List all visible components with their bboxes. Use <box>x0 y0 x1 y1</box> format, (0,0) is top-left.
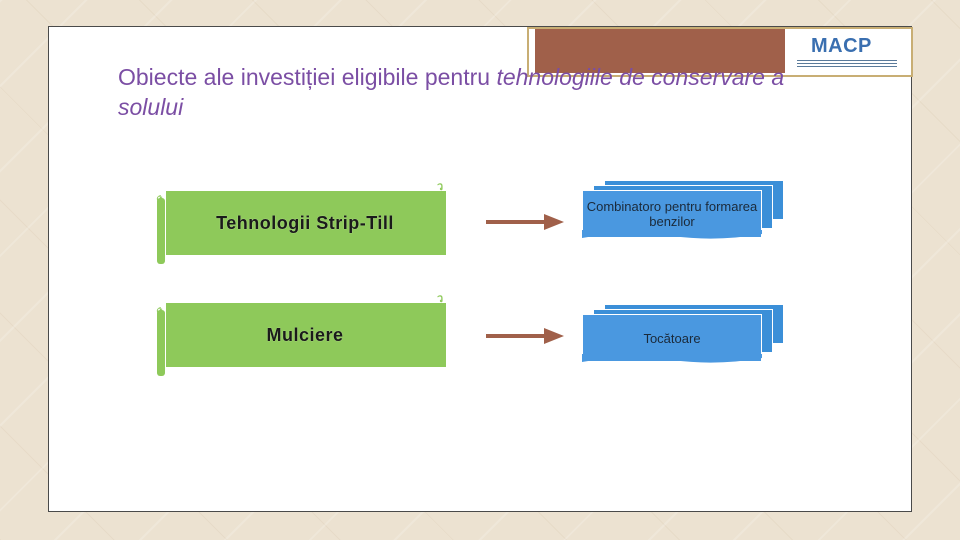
left-box-1-curl-left: ৫ <box>156 193 164 205</box>
blue-box-1-wave <box>582 230 762 239</box>
macp-logo-text: MACP <box>811 35 872 57</box>
blue-box-2-wave <box>582 354 762 363</box>
arrow-right-icon-1 <box>486 214 564 230</box>
left-box-1: Tehnologii Strip-Till <box>166 191 446 255</box>
left-box-1-curl-right: ว <box>437 181 444 193</box>
logo-subtext-lines <box>797 60 897 70</box>
blue-box-1: Combinatoro pentru formarea benzilor <box>582 180 792 240</box>
macp-logo: MACP <box>793 33 903 73</box>
arrow-right-icon-2 <box>486 328 564 344</box>
slide-content-area: MACP <box>48 26 913 512</box>
blue-box-2: Tocătoare <box>582 304 792 364</box>
left-box-2: Mulciere <box>166 303 446 367</box>
title-part1: Obiecte ale investiției eligibile pentru <box>118 64 497 90</box>
left-box-2-curl-left: ৫ <box>156 305 164 317</box>
logo-brown-bar <box>535 29 785 73</box>
title-part2: tehnologiile de conservare a solului <box>118 64 785 120</box>
left-box-1-label: Tehnologii Strip-Till <box>216 212 394 233</box>
left-box-2-curl-right: ว <box>437 293 444 305</box>
logo-header: MACP <box>527 27 913 77</box>
left-box-1-bar <box>157 198 165 264</box>
blue-box-1-label: Combinatoro pentru formarea benzilor <box>586 199 758 229</box>
left-box-2-label: Mulciere <box>266 324 344 345</box>
slide-title: Obiecte ale investiției eligibile pentru… <box>118 62 808 122</box>
blue-box-2-label: Tocătoare <box>643 330 701 346</box>
left-box-2-bar <box>157 310 165 376</box>
